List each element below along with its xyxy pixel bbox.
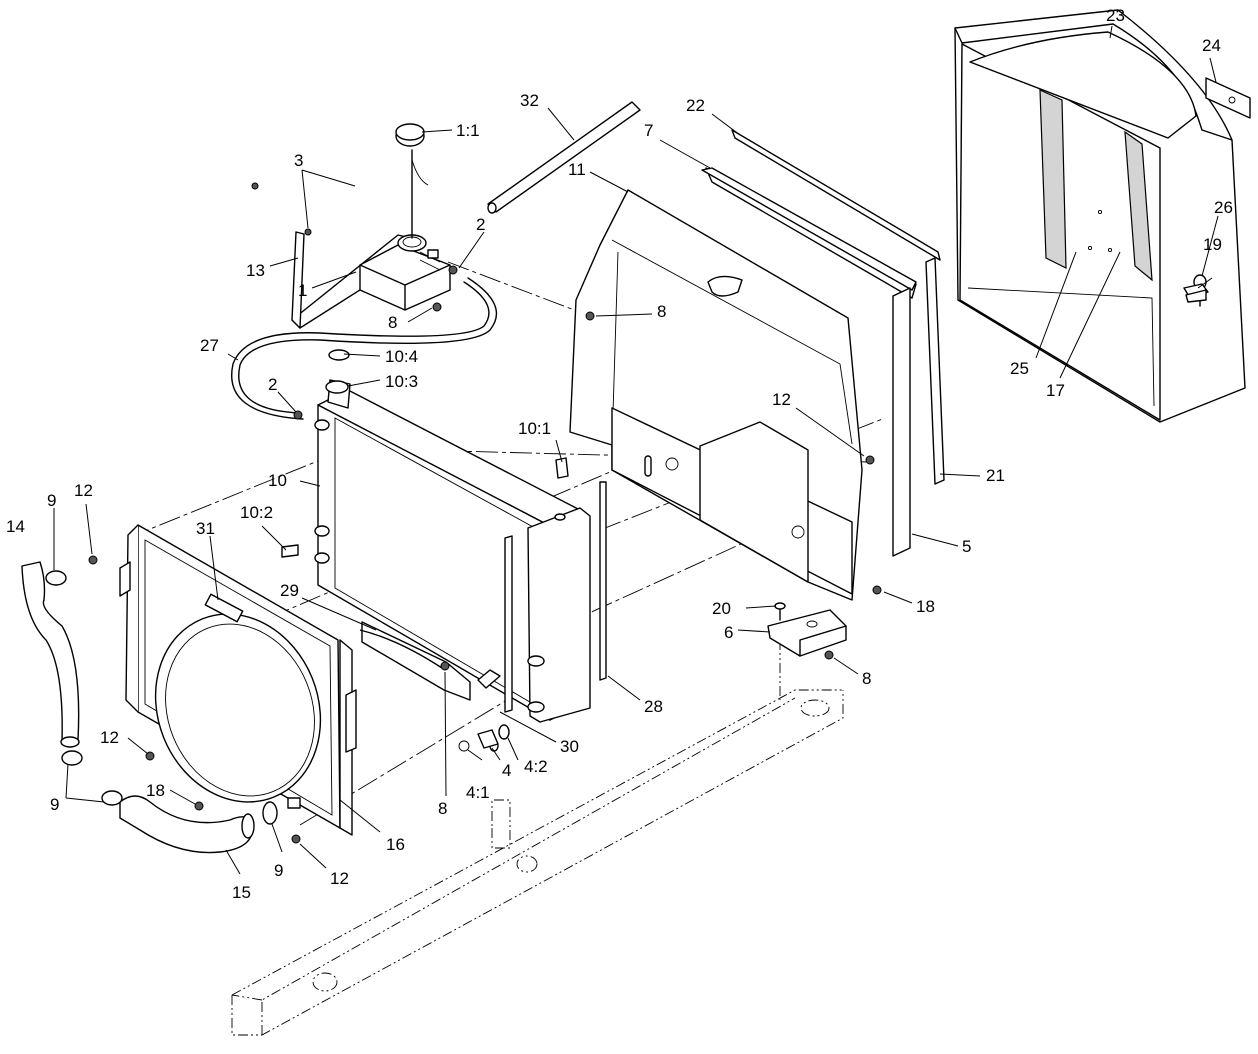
callout-2-top: 2	[476, 215, 485, 234]
callout-23: 23	[1106, 6, 1125, 25]
callout-10: 10	[268, 471, 287, 490]
latch-19-pin-26	[1183, 274, 1209, 307]
callout-29: 29	[280, 581, 299, 600]
callout-16: 16	[386, 835, 405, 854]
callout-14: 14	[6, 517, 25, 536]
clamps-9	[45, 570, 278, 825]
callout-9-bottom: 9	[50, 795, 59, 814]
shroud-top-23	[954, 9, 1246, 423]
callout-11: 11	[568, 160, 586, 179]
callout-8-reservoir: 8	[388, 313, 397, 332]
callout-8-deflector: 8	[438, 799, 447, 818]
callout-2-hose: 2	[268, 375, 277, 394]
callout-4: 4	[502, 761, 511, 780]
reservoir-assembly	[251, 123, 458, 329]
callout-13: 13	[246, 261, 265, 280]
callout-5: 5	[962, 537, 971, 556]
callout-20: 20	[712, 599, 731, 618]
callout-18-shroud: 18	[146, 781, 165, 800]
callout-8-bracket: 8	[657, 302, 666, 321]
bracket-plate-11	[569, 189, 875, 601]
callout-12-bracket: 12	[772, 390, 791, 409]
callout-25: 25	[1010, 359, 1029, 378]
callout-10-1: 10:1	[518, 419, 551, 438]
callout-9-clamp: 9	[274, 861, 283, 880]
callout-4-1: 4:1	[466, 783, 490, 802]
hose-14	[21, 561, 80, 748]
deflector-29-30	[359, 621, 501, 701]
seals-22-7-5-21	[701, 129, 945, 557]
callout-8-frame: 8	[862, 669, 871, 688]
callout-17: 17	[1046, 381, 1065, 400]
hose-27	[231, 277, 498, 420]
callout-27: 27	[200, 336, 219, 355]
callout-7: 7	[644, 121, 653, 140]
hose-32	[487, 101, 641, 214]
callout-6: 6	[724, 623, 733, 642]
callout-22: 22	[686, 96, 705, 115]
callout-26: 26	[1214, 198, 1233, 217]
frame-rail-phantom	[231, 640, 844, 1036]
fan-shroud-16	[119, 524, 357, 836]
callout-24: 24	[1202, 36, 1221, 55]
callout-4-2: 4:2	[524, 757, 548, 776]
callout-9-top: 9	[47, 491, 56, 510]
drain-valve-4	[458, 724, 510, 752]
callout-10-4: 10:4	[385, 347, 418, 366]
bracket-6	[767, 585, 882, 660]
callout-10-2: 10:2	[240, 503, 273, 522]
callout-15: 15	[232, 883, 251, 902]
callout-32: 32	[520, 91, 539, 110]
bracket-24	[1205, 77, 1251, 119]
callout-12-bottom: 12	[330, 869, 349, 888]
callout-18-bracket: 18	[916, 597, 935, 616]
callout-28: 28	[644, 697, 663, 716]
callout-31: 31	[196, 519, 215, 538]
callout-10-3: 10:3	[385, 372, 418, 391]
callout-1: 1	[298, 281, 307, 300]
callout-3: 3	[294, 151, 303, 170]
callout-12-shroud: 12	[100, 728, 119, 747]
callout-30: 30	[560, 737, 579, 756]
leader-lines	[53, 25, 1219, 875]
callout-12-hose: 12	[74, 481, 93, 500]
callout-19: 19	[1203, 235, 1222, 254]
callout-21: 21	[986, 466, 1005, 485]
callout-labels: 23 24 32 22 1:1 7 3 11 2 13 1 26 19 8 8 …	[6, 6, 1233, 902]
radiator-10	[281, 349, 607, 723]
callout-1-1: 1:1	[456, 121, 480, 140]
hose-15	[119, 795, 255, 854]
